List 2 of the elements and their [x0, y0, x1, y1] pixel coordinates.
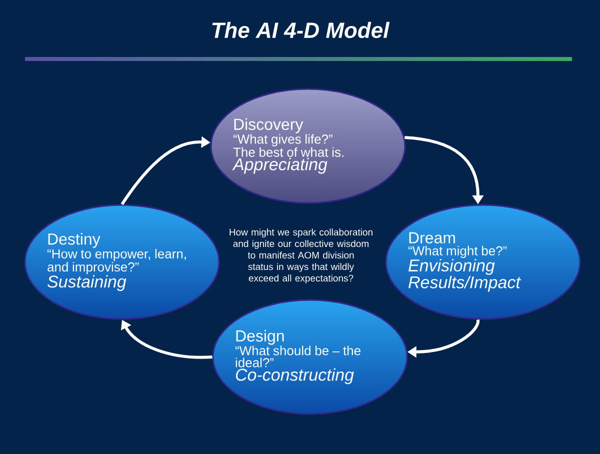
- center-question: How might we spark collaboration and ignite our collective wisdom to manifest AOM division status in ways that wildly exceed all expectations?: [230, 228, 372, 284]
- title: The AI 4-D Model: [212, 22, 390, 38]
